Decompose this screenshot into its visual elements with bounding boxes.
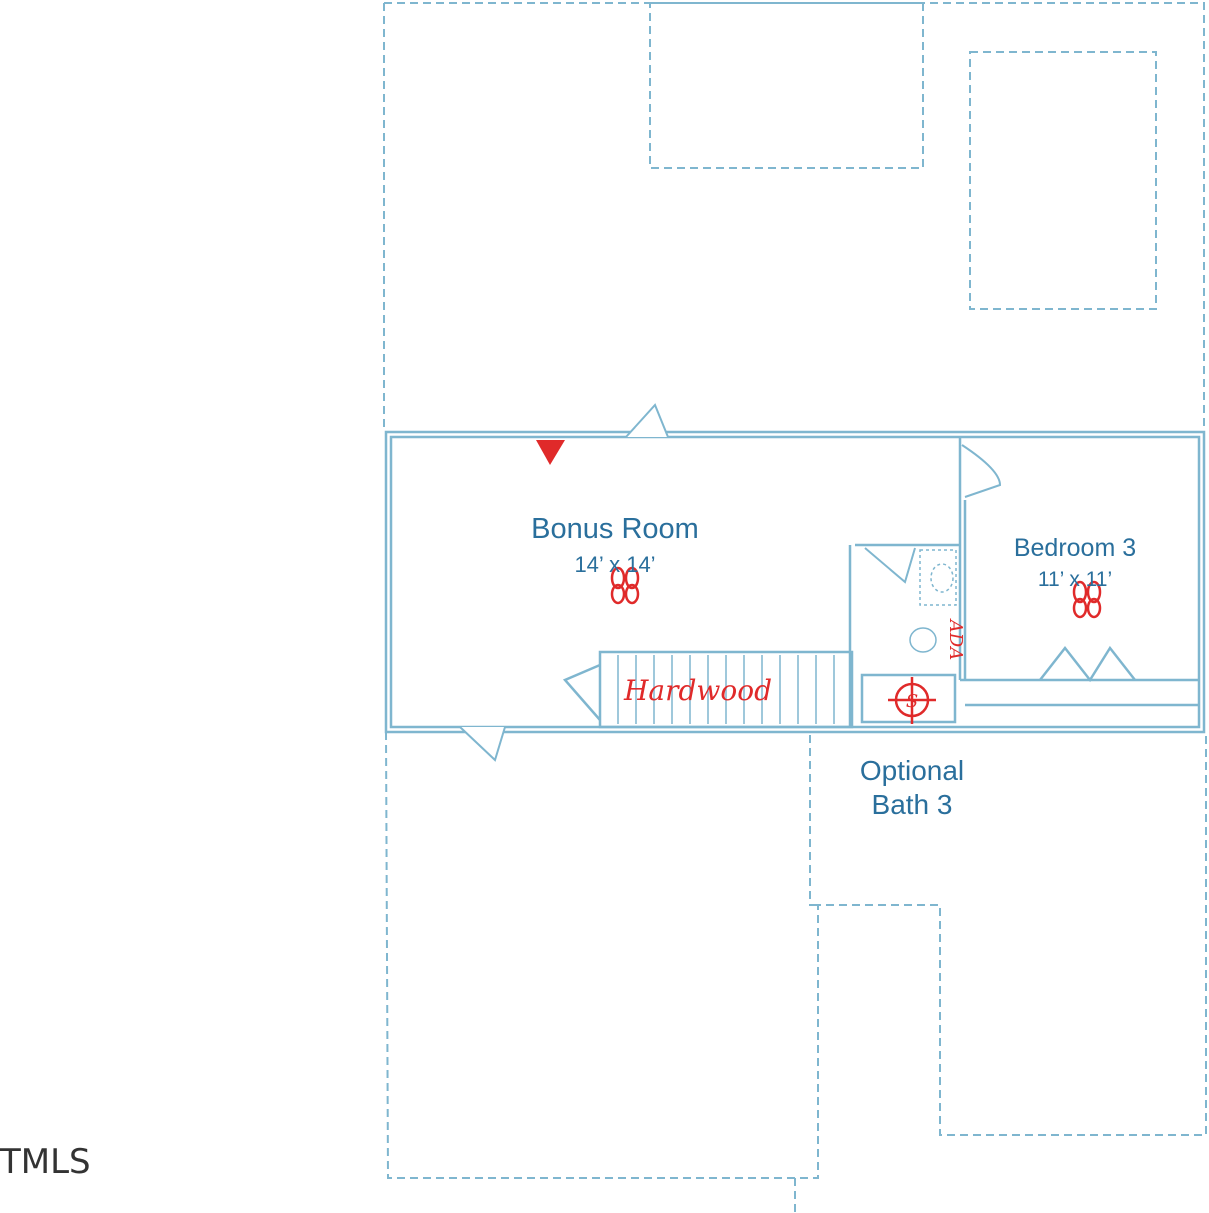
shower-mark: S <box>906 691 918 712</box>
tub <box>860 673 957 724</box>
walls <box>384 430 1206 734</box>
outline-garage-a <box>649 2 924 169</box>
door-bath <box>864 547 916 584</box>
room-name-optional: Optional <box>860 755 964 786</box>
fixtures <box>919 549 957 606</box>
ada-note: ADA <box>945 618 966 660</box>
room-name-bonus: Bonus Room <box>531 513 699 545</box>
room-size-bedroom-3: 11’ x 11’ <box>1038 568 1112 591</box>
sink <box>930 563 954 593</box>
outline-step <box>809 735 818 906</box>
door-swings <box>459 403 1002 762</box>
toilet <box>909 627 937 653</box>
vent-triangle-icon <box>536 440 565 465</box>
vanity <box>919 549 957 606</box>
closet-doors <box>1039 645 1136 683</box>
outline-lower <box>385 731 1207 1179</box>
outline-garage-b <box>969 51 1157 310</box>
outer-wall <box>384 430 1206 734</box>
outline-upper <box>384 2 1205 430</box>
stair-landing <box>562 663 601 721</box>
mls-watermark: TMLS <box>0 1142 91 1182</box>
ceiling-fan-icon <box>610 566 640 605</box>
flooring-note: Hardwood <box>623 674 772 707</box>
closet-line <box>960 678 1199 707</box>
room-size-bonus: 14’ x 14’ <box>574 552 655 577</box>
door-bedroom <box>961 444 1002 498</box>
room-name-bath-3: Bath 3 <box>872 789 953 820</box>
room-name-bedroom-3: Bedroom 3 <box>1014 534 1136 562</box>
door-top <box>625 403 669 438</box>
shower-crosshair-icon <box>888 677 936 724</box>
door-bottom <box>459 726 506 762</box>
stair-treads <box>617 655 835 724</box>
dashed-outlines <box>383 2 1207 1213</box>
ceiling-fan-icon <box>1072 580 1102 619</box>
stair-box <box>598 650 854 729</box>
